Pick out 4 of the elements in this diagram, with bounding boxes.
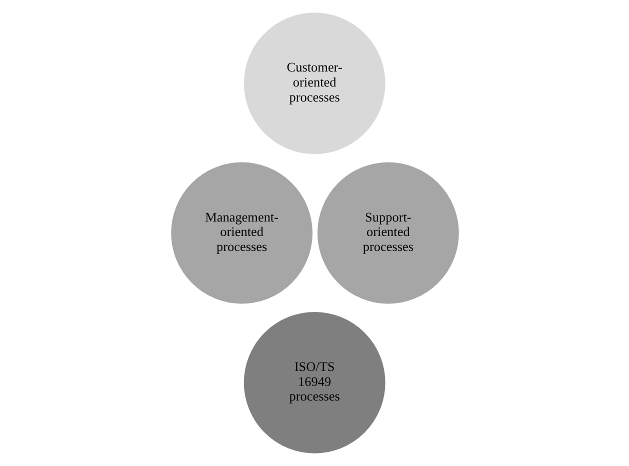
node-circle: Support-oriented processes	[315, 160, 460, 306]
node-circle: Management-oriented processes	[168, 160, 314, 306]
node-circle: Customer-oriented processes	[242, 11, 386, 156]
node-circle: ISO/TS 16949 processes	[242, 310, 386, 455]
